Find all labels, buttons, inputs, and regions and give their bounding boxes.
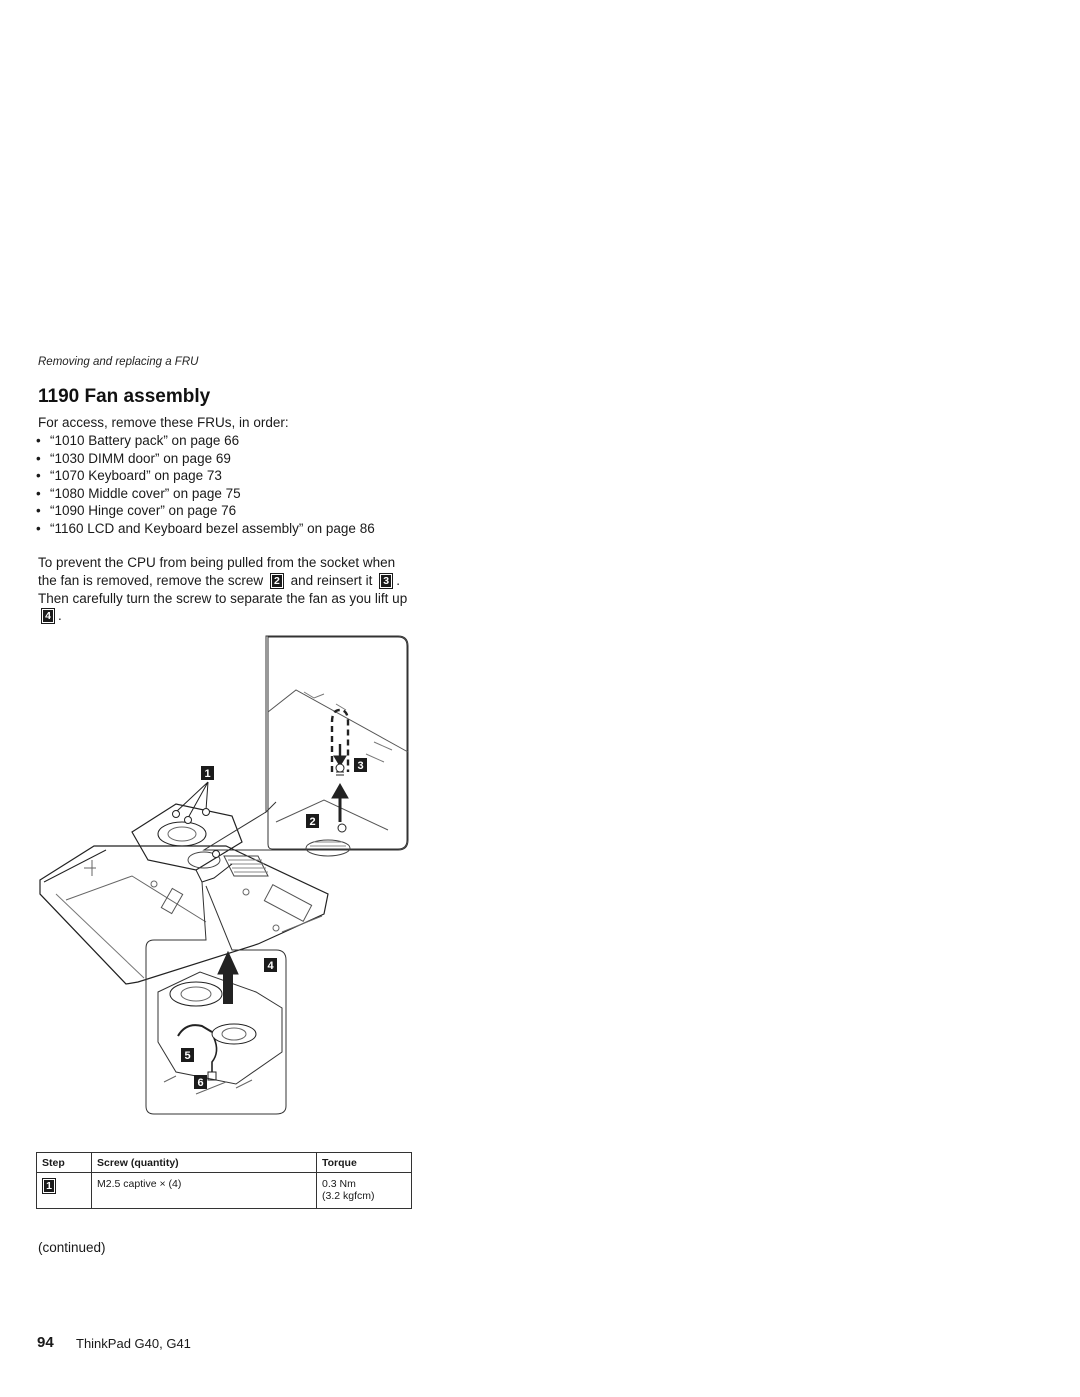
callout-1: 1 (201, 766, 214, 780)
svg-text:1: 1 (204, 768, 210, 780)
list-item: •“1010 Battery pack” on page 66 (36, 433, 240, 448)
list-item: •“1160 LCD and Keyboard bezel assembly” … (36, 520, 375, 536)
instruction-paragraph: To prevent the CPU from being pulled fro… (38, 554, 408, 625)
prereq-link[interactable]: “1090 Hinge cover” on page 76 (50, 503, 237, 518)
prereq-link[interactable]: “1070 Keyboard” on page 73 (50, 468, 222, 483)
callout-4: 4 (264, 958, 277, 972)
column-header-step: Step (36, 1152, 92, 1173)
step-cell: 1 (36, 1172, 92, 1209)
prereq-link[interactable]: “1080 Middle cover” on page 75 (50, 485, 241, 501)
svg-text:4: 4 (267, 960, 274, 972)
torque-cell: 0.3 Nm (3.2 kgfcm) (316, 1172, 412, 1209)
column-header-screw: Screw (quantity) (91, 1152, 317, 1173)
system-board-illustration (39, 845, 329, 985)
svg-text:3: 3 (357, 760, 363, 772)
list-item: •“1070 Keyboard” on page 73 (36, 468, 222, 483)
column-header-torque: Torque (316, 1152, 412, 1173)
screw-callout-lines (172, 781, 220, 858)
instruction-text: . Then carefully turn the screw to separ… (38, 572, 408, 606)
fan-unit-illustration (131, 803, 243, 883)
callout-badges: 1 2 3 4 5 6 (181, 758, 367, 1089)
prereq-link[interactable]: “1160 LCD and Keyboard bezel assembly” o… (50, 520, 375, 536)
step-badge: 4 (41, 608, 55, 625)
step-badge: 1 (42, 1178, 56, 1194)
prereq-link[interactable]: “1030 DIMM door” on page 69 (50, 450, 231, 466)
prereq-list: •“1010 Battery pack” on page 66 •“1030 D… (36, 432, 375, 537)
page-title: 1190 Fan assembly (38, 386, 211, 407)
torque-nm: 0.3 Nm (322, 1178, 356, 1190)
instruction-text: . (58, 608, 62, 624)
screw-torque-table: Step Screw (quantity) Torque 1 M2.5 capt… (36, 1152, 412, 1209)
instruction-text: and reinsert it (290, 572, 373, 588)
torque-kgfcm: (3.2 kgfcm) (322, 1190, 375, 1202)
svg-text:2: 2 (309, 816, 315, 828)
list-item: •“1080 Middle cover” on page 75 (36, 485, 241, 501)
list-item: •“1090 Hinge cover” on page 76 (36, 503, 237, 518)
list-item: •“1030 DIMM door” on page 69 (36, 450, 231, 466)
callout-5: 5 (181, 1048, 194, 1062)
prereq-link[interactable]: “1010 Battery pack” on page 66 (50, 433, 240, 448)
step-badge: 2 (269, 572, 284, 589)
instruction-text: To prevent the CPU from being pulled fro… (38, 555, 396, 588)
table-row: 1 M2.5 captive × (4) 0.3 Nm (3.2 kgfcm) (36, 1172, 412, 1209)
running-header: Removing and replacing a FRU (38, 356, 199, 368)
inset-detail-bottom (145, 881, 287, 1115)
step-badge: 3 (379, 572, 394, 589)
fan-assembly-diagram: 1 2 3 4 5 6 (39, 635, 409, 1115)
intro-text: For access, remove these FRUs, in order: (38, 415, 289, 430)
callout-6: 6 (194, 1075, 207, 1089)
callout-2: 2 (306, 814, 319, 828)
table-header-row: Step Screw (quantity) Torque (36, 1152, 412, 1173)
callout-3: 3 (354, 758, 367, 772)
inset-detail-top (202, 635, 409, 857)
page-number: 94 (37, 1334, 54, 1351)
footer-product: ThinkPad G40, G41 (76, 1336, 191, 1351)
screw-cell: M2.5 captive × (4) (91, 1172, 317, 1209)
svg-text:5: 5 (184, 1050, 190, 1062)
svg-text:6: 6 (197, 1077, 203, 1089)
continued-note: (continued) (38, 1240, 106, 1255)
